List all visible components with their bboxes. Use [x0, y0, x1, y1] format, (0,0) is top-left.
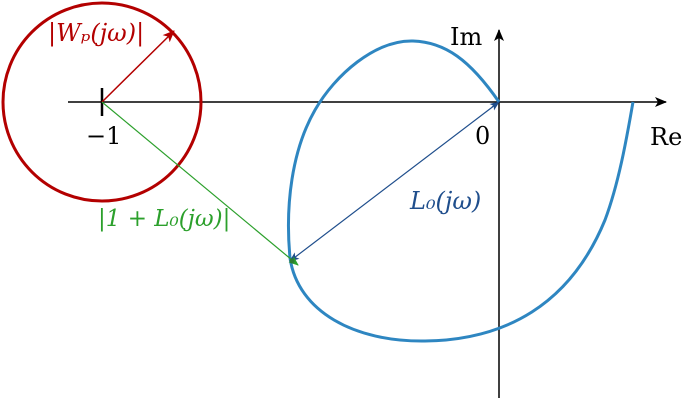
imag-axis-label: Im [450, 23, 482, 51]
minus-one-label: −1 [86, 122, 121, 150]
L0-vector [289, 101, 500, 262]
one-plus-L0-label: |1 + L₀(jω)| [98, 206, 230, 232]
weight-radius-vector [101, 30, 175, 103]
L0-label: L₀(jω) [409, 187, 481, 215]
L0-vector-origin-head [489, 101, 500, 111]
one-plus-L0-vector [101, 101, 299, 266]
weight-radius-label: |Wₚ(jω)| [48, 19, 144, 48]
real-axis-label: Re [650, 123, 682, 151]
curve-point [289, 258, 295, 264]
origin-label: 0 [475, 122, 490, 150]
nyquist-curve [287, 39, 635, 343]
weight-circle [1, 1, 203, 203]
